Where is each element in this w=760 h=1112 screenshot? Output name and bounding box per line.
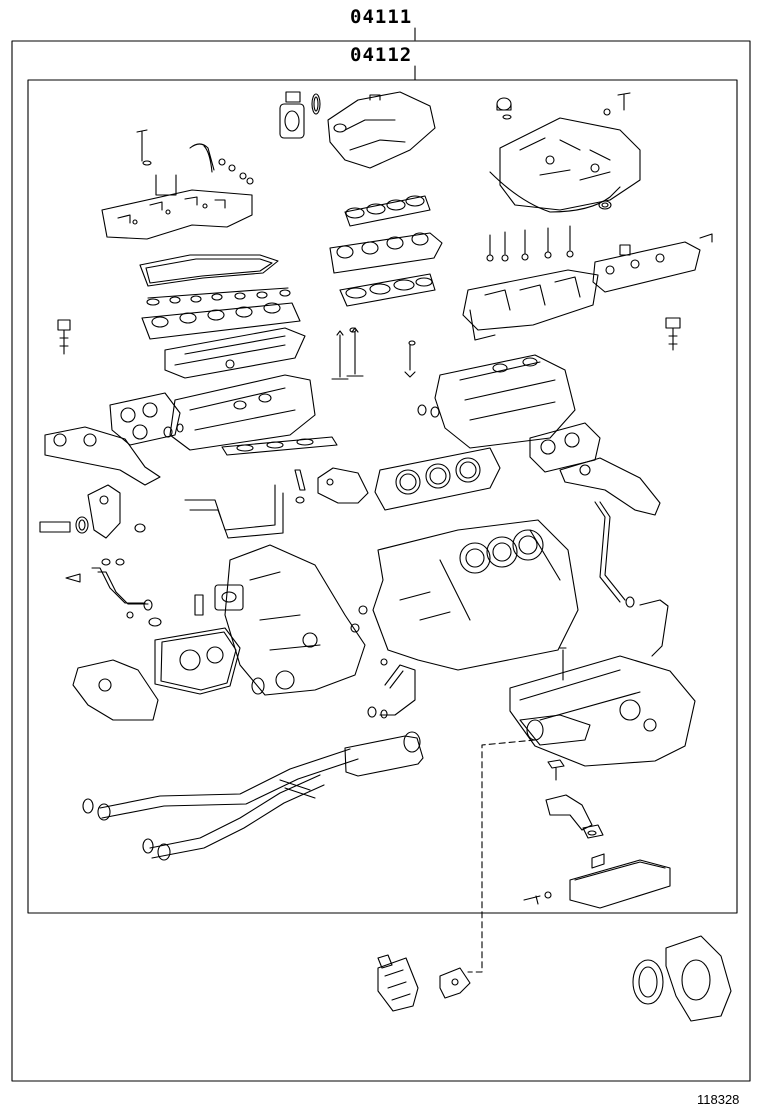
- washer-pair-right[interactable]: [418, 405, 439, 417]
- injector-left[interactable]: [58, 320, 70, 354]
- exhaust-catalytic-converter[interactable]: [345, 732, 423, 776]
- water-pump[interactable]: [73, 660, 158, 720]
- gasket-plate-timing[interactable]: [195, 585, 243, 615]
- fuel-rail-right[interactable]: [593, 234, 712, 292]
- oil-pan-lower[interactable]: [520, 715, 590, 745]
- washer-pair-left[interactable]: [164, 424, 183, 437]
- injector-seals-right[interactable]: [487, 226, 573, 261]
- valve-left[interactable]: [332, 331, 348, 379]
- dashed-leader: [468, 740, 535, 972]
- cylinder-head-right[interactable]: [435, 355, 575, 448]
- timing-cover[interactable]: [225, 545, 365, 695]
- cylinder-head-gasket[interactable]: [375, 448, 500, 510]
- intake-manifold-right[interactable]: [463, 270, 598, 340]
- valve-cover-gasket-plate[interactable]: [142, 303, 300, 339]
- oil-pressure-pipe[interactable]: [368, 659, 415, 718]
- cylinder-head-cover-right[interactable]: [490, 118, 640, 212]
- oil-dipstick-guide[interactable]: [595, 502, 625, 602]
- o-ring-stack[interactable]: [312, 94, 320, 114]
- o-ring-dipstick[interactable]: [626, 597, 668, 656]
- intake-manifold-gasket-mid[interactable]: [330, 233, 442, 273]
- label-inner-kit[interactable]: 04112: [350, 44, 413, 66]
- gasket-strip-left[interactable]: [147, 288, 290, 305]
- inner-kit-frame: [28, 80, 737, 913]
- crank-position-sensor[interactable]: [440, 968, 470, 998]
- head-cover-gasket-left[interactable]: [140, 255, 278, 286]
- exhaust-manifold-right[interactable]: [560, 458, 660, 515]
- bolt-seal-mid[interactable]: [405, 341, 415, 377]
- exhaust-manifold-left[interactable]: [45, 427, 160, 485]
- intake-manifold-gasket-lower[interactable]: [340, 274, 435, 306]
- exhaust-front-pipe[interactable]: [83, 749, 358, 860]
- kit-frames: [12, 28, 750, 1081]
- oil-strainer-gasket[interactable]: [583, 825, 603, 838]
- cylinder-block[interactable]: [373, 520, 578, 670]
- water-pump-gasket[interactable]: [149, 618, 240, 694]
- label-outer-kit[interactable]: 04111: [350, 6, 413, 28]
- oil-filler-cap[interactable]: [497, 98, 511, 119]
- intake-plenum[interactable]: [328, 92, 435, 168]
- bolt-left-small[interactable]: [66, 574, 133, 618]
- exhaust-manifold-gasket-right[interactable]: [530, 423, 600, 472]
- bolt-top-right[interactable]: [604, 93, 630, 115]
- intake-gasket-set-upper[interactable]: [345, 196, 430, 226]
- water-hose-clips[interactable]: [295, 470, 305, 503]
- thermostat-left[interactable]: [40, 517, 145, 533]
- rear-oil-seal[interactable]: [633, 960, 663, 1004]
- seal-ring-mid[interactable]: [252, 678, 264, 694]
- injector-right[interactable]: [666, 318, 680, 350]
- water-inlet-housing[interactable]: [318, 468, 368, 503]
- intake-manifold-left[interactable]: [165, 328, 305, 378]
- catalog-number: 118328: [697, 1092, 740, 1107]
- oil-cooler-pipe-left[interactable]: [92, 559, 152, 610]
- oil-pan-upper[interactable]: [510, 648, 695, 766]
- cylinder-head-cover-left[interactable]: [102, 190, 252, 239]
- throttle-body-gasket[interactable]: [280, 92, 304, 138]
- head-gasket-small-left[interactable]: [222, 437, 337, 455]
- oil-strainer-bolt[interactable]: [548, 760, 564, 780]
- oil-seal-retainer[interactable]: [666, 936, 731, 1021]
- oil-filter-element[interactable]: [570, 854, 670, 908]
- bolt-small-mid[interactable]: [351, 606, 367, 632]
- drain-plug[interactable]: [524, 892, 551, 904]
- pcv-hose-left[interactable]: [190, 144, 253, 184]
- exhaust-manifold-gasket-left[interactable]: [110, 393, 180, 445]
- oil-strainer[interactable]: [546, 795, 592, 830]
- oil-pressure-switch[interactable]: [378, 955, 418, 1011]
- grommet-right[interactable]: [599, 201, 611, 209]
- bolt-top-left[interactable]: [137, 130, 176, 195]
- valve-right[interactable]: [347, 328, 363, 376]
- water-outlet-left[interactable]: [88, 485, 120, 538]
- cylinder-head-left[interactable]: [170, 375, 315, 450]
- outer-kit-frame: [12, 41, 750, 1081]
- water-bypass-pipe[interactable]: [185, 485, 283, 538]
